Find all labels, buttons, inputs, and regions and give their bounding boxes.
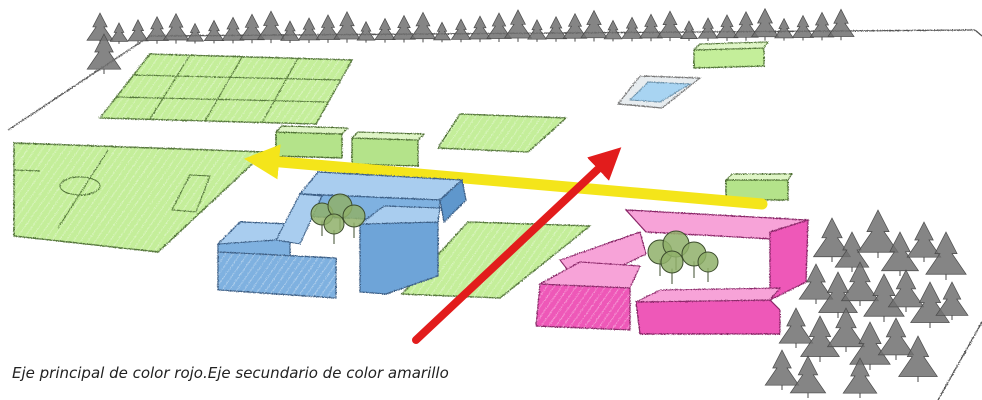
tree-icon: [468, 15, 492, 43]
tree-icon: [409, 11, 437, 43]
tree-icon: [857, 209, 899, 258]
tree-icon: [333, 10, 361, 43]
tree-icon: [621, 16, 643, 42]
tree-icon: [203, 19, 225, 44]
tree-icon: [239, 13, 265, 44]
tree-icon: [162, 12, 190, 44]
tree-icon: [880, 231, 920, 276]
tree-icon: [906, 221, 942, 262]
courtyard-tree-icon: [697, 251, 719, 282]
tree-icon: [562, 12, 588, 42]
tree-icon: [791, 14, 815, 41]
tennis-court-grid: [98, 53, 354, 125]
football-pitch: [13, 142, 267, 253]
tree-icon: [486, 12, 512, 43]
tree-icon: [925, 231, 967, 280]
secondary-axis-arrow: [243, 144, 768, 210]
tree-icon: [679, 20, 699, 42]
tree-icon: [580, 9, 608, 42]
tree-icon: [656, 10, 684, 42]
tree-icon: [898, 335, 938, 382]
tree-icon: [877, 317, 915, 360]
tree-icon: [798, 263, 834, 304]
tree-icon: [715, 14, 739, 41]
main-axis-arrow: [412, 147, 622, 344]
tree-cluster-right: [764, 209, 969, 398]
courtyard-tree-icon: [660, 250, 684, 284]
tree-icon: [840, 261, 880, 306]
pavilion-1: [274, 125, 350, 159]
tree-icon: [935, 281, 969, 320]
tree-icon: [527, 19, 547, 42]
tree-icon: [827, 8, 855, 41]
tree-icon: [144, 15, 170, 44]
tree-icon: [697, 17, 719, 41]
tree-icon: [603, 19, 623, 42]
blue-courtyard-trees: [310, 193, 366, 244]
tree-icon: [503, 9, 533, 42]
tree-icon: [256, 10, 286, 44]
tree-row-top: [86, 7, 855, 74]
tree-icon: [315, 14, 341, 43]
tree-icon: [391, 14, 417, 43]
tree-icon: [374, 17, 396, 43]
tree-icon: [809, 11, 835, 41]
blue-building: [216, 171, 467, 299]
tree-icon: [750, 7, 780, 41]
tree-icon: [86, 33, 122, 74]
diagram-caption: Eje principal de color rojo.Eje secundar…: [12, 364, 449, 382]
courtyard-tree-icon: [323, 213, 345, 244]
tree-icon: [826, 307, 866, 352]
tree-icon: [127, 19, 149, 44]
tree-icon: [842, 357, 878, 398]
tree-icon: [109, 22, 129, 44]
pink-building: [535, 209, 810, 335]
tree-icon: [764, 349, 800, 390]
tree-icon: [733, 11, 759, 41]
tree-icon: [185, 22, 205, 44]
tree-icon: [638, 13, 664, 42]
tree-icon: [778, 307, 814, 348]
tree-icon: [221, 16, 245, 44]
tree-icon: [450, 18, 472, 43]
swimming-pool: [616, 75, 702, 109]
small-field-center: [436, 113, 568, 153]
tree-icon: [297, 17, 321, 43]
tree-icon: [774, 17, 794, 41]
tree-icon: [86, 12, 114, 44]
tree-icon: [812, 217, 852, 262]
pink-courtyard-trees: [647, 230, 719, 284]
tree-icon: [887, 269, 925, 312]
courtyard-tree-icon: [342, 204, 366, 238]
pavilion-3: [724, 173, 793, 201]
tree-icon: [280, 20, 300, 44]
tree-icon: [356, 20, 376, 43]
tree-icon: [789, 355, 827, 398]
green-plot-top-right: [692, 41, 769, 69]
tree-icon: [432, 21, 452, 43]
tree-icon: [544, 15, 568, 42]
pavilion-2: [350, 131, 426, 167]
